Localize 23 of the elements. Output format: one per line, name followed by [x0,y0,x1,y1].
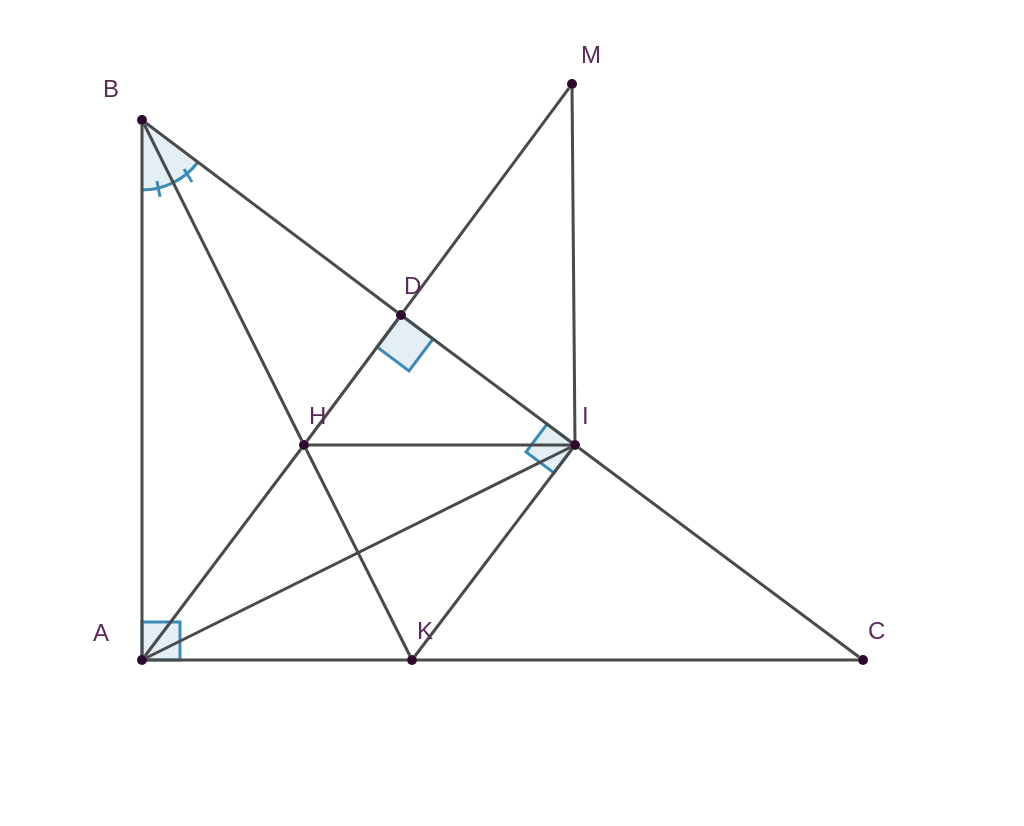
point-label: D [404,274,422,298]
line-segment [404,316,572,444]
line-segment [145,445,572,660]
point-label: I [582,404,589,428]
line-segment [140,125,144,655]
line-segment [305,318,400,442]
line-segment [309,443,570,447]
line-segment [578,446,860,659]
point-label: A [93,621,109,645]
point-label: C [868,619,886,643]
line-segment [402,87,571,312]
line-segment [147,658,407,662]
line-segment [145,121,398,314]
line-segment [143,448,303,657]
line-segment [417,658,858,662]
line-segment [413,448,574,657]
point-label: H [309,404,327,428]
line-segment [304,448,412,657]
point-label: M [581,43,601,67]
point-label: B [103,77,119,101]
point-label: K [417,619,433,643]
line-segment [570,89,577,440]
line-segment [142,123,304,442]
